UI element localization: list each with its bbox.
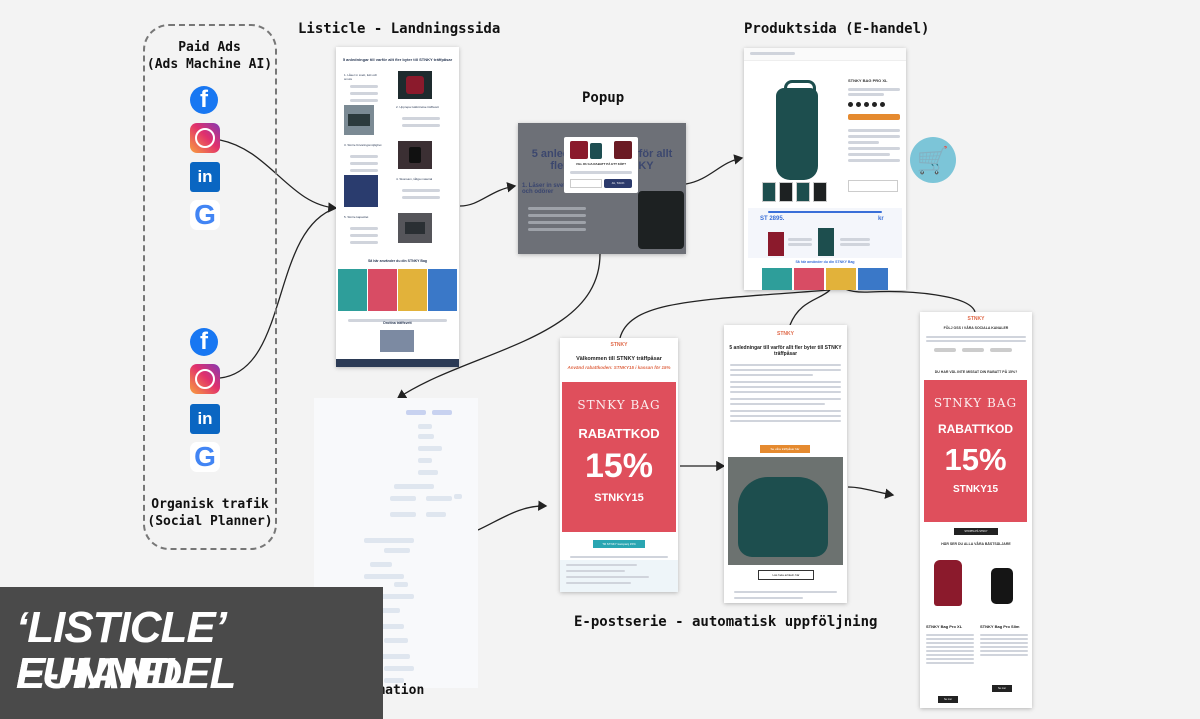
email3-social-links[interactable] [934,348,1012,352]
email2-title: 5 anledningar till varför allt fler byte… [729,345,842,357]
product-gallery-title: Så här använder du din STNKY Bag [795,260,855,264]
add-to-cart-button[interactable] [848,114,900,120]
email3-promo-image: STNKY BAG RABATTKOD 15% STNKY15 [924,380,1027,522]
email-series-label: E-postserie - automatisk uppföljning [574,614,878,630]
footer-image [380,330,414,352]
listicle-footer [336,359,459,367]
listicle-image-5 [398,213,432,243]
google-icon: G [190,441,220,472]
bestseller-buy-button-2[interactable]: Se mer [992,685,1012,692]
listicle-image-3 [398,141,432,169]
gallery-photo [762,268,792,290]
product-page: STNKY BAG PRO XL ST 2895. kr Så här anvä… [744,48,906,290]
promo-percent: 15% [944,442,1007,477]
banner-line-2: E-HANDEL [16,649,236,698]
product-thumbnails[interactable] [762,182,827,202]
email1-title: Välkommen till STNKY träffpåsar [576,356,662,362]
linkedin-icon: in [190,162,220,192]
email3-social-header: FÖLJ OSS I VÅRA SOCIALA KANALER [943,326,1009,330]
email1-cta-button[interactable]: Till STNKY kampanj 15% [593,540,645,548]
popup-modal-title: VILL DU HA RABATT PÅ ETT KÖP? [575,162,627,166]
listicle-item-2: 2. Upprepa tvättrörelse träffsvett [396,105,439,109]
email3-shop-button[interactable]: SHOPPA PÅ STNKY [954,528,998,535]
listicle-headline: 5 anledningar till varför allt fler byte… [342,57,453,62]
listicle-item-4: 4. Skonsam, tåliga material [396,177,433,181]
product-label: Produktsida (E-handel) [744,21,930,37]
bestseller-image-2 [984,568,1020,610]
bestseller-name-2: STNKY Bag Pro Slim [980,624,1020,629]
popup-bg-subhead: 1. Låser in svett, lukt och odörer [522,183,582,195]
facebook-icon: f [190,328,218,356]
promo-code: STNKY15 [952,484,998,495]
product-promo-section: ST 2895. kr [748,208,902,258]
popup-screenshot: 5 anledningar till varför allt fler byte… [518,123,686,254]
traffic-sources-group [143,24,277,550]
popup-bg-product [638,191,684,249]
instagram-icon [190,364,220,394]
product-price: ST 2895. [760,216,785,222]
facebook-icon: f [190,86,218,114]
promo-label: RABATTKOD [578,426,660,441]
listicle-footer-title: Drottna träffsvett [383,321,412,325]
paid-ads-title: Paid Ads (Ads Machine AI) [146,40,273,72]
listicle-item-5: 5. Större kapacitet [344,215,369,219]
email2-read-more-button[interactable]: Läs hela artikeln här [758,570,814,580]
listicle-item-1: 1. Låser in svett, lukt och smuts [344,73,378,81]
listicle-label: Listicle - Landningssida [298,21,501,37]
email-brand: STNKY [777,331,794,337]
promo-code: STNKY15 [594,492,644,504]
email-welcome: STNKY Välkommen till STNKY träffpåsar An… [560,338,678,592]
linkedin-icon: in [190,404,220,434]
promo-percent: 15% [584,447,654,485]
promo-label: RABATTKOD [937,422,1014,436]
email2-product-photo [728,457,843,565]
google-icon: G [190,199,220,230]
listicle-image-2 [344,105,374,135]
funnel-title-banner: ‘LISTICLE’ FUNNEL E-HANDEL [0,587,383,719]
listicle-image-1 [398,71,432,99]
email3-bestsellers-title: HÄR SER DU ALLA VÅRA BÄSTSÄLJARE [941,542,1011,546]
popup-modal: VILL DU HA RABATT PÅ ETT KÖP? JA, TACK [564,137,638,193]
listicle-item-3: 3. Större förvaringsmöjlighet [344,143,382,147]
popup-label: Popup [582,90,625,106]
organic-traffic-title: Organisk trafik (Social Planner) [147,497,273,529]
listicle-landing-page: 5 anledningar till varför allt fler byte… [336,47,459,367]
bestseller-buy-button-1[interactable]: Se mer [938,696,958,703]
gallery-photo [826,268,856,290]
promo-brand: STNKY BAG [577,398,661,412]
listicle-gallery-title: Så här använder du din STNKY Bag [367,259,428,263]
instagram-icon [190,123,220,153]
email2-shop-button[interactable]: Se våra träffpåsar här [760,445,810,453]
product-main-image [762,80,832,188]
gallery-photo [858,268,888,290]
email3-cta: DU HAR VÄL INTE MISSAT DIN RABATT PÅ 15%… [934,370,1018,374]
promo-brand: STNKY BAG [933,396,1018,410]
gallery-photo [368,269,397,311]
email-brand: STNKY [967,316,985,322]
automation-flow [314,398,478,688]
gallery-photo [428,269,457,311]
email-brand: STNKY [610,342,628,348]
gallery-photo [338,269,367,311]
gallery-photo [794,268,824,290]
email1-promo-image: STNKY BAG RABATTKOD 15% STNKY15 [562,382,676,532]
product-name: STNKY BAG PRO XL [848,78,888,83]
gallery-photo [398,269,427,311]
banner-line-1: ‘LISTICLE’ FUNNEL [16,603,225,698]
listicle-image-4 [344,175,378,207]
popup-email-input[interactable] [570,179,602,188]
product-info-box [848,180,898,192]
email1-subtitle: Använd rabattkoden: STNKY15 i kassan för… [567,365,671,370]
product-price-unit: kr [878,216,884,222]
email-reminder: STNKY FÖLJ OSS I VÅRA SOCIALA KANALER DU… [920,312,1032,708]
shopping-cart-icon: 🛒 [910,137,956,183]
product-variant-swatches[interactable] [848,102,885,107]
email-listicle: STNKY 5 anledningar till varför allt fle… [724,325,847,603]
bestseller-name-1: STNKY Bag Pro XL [926,624,963,629]
bestseller-image-1 [930,560,966,610]
popup-submit-button[interactable]: JA, TACK [604,179,632,188]
